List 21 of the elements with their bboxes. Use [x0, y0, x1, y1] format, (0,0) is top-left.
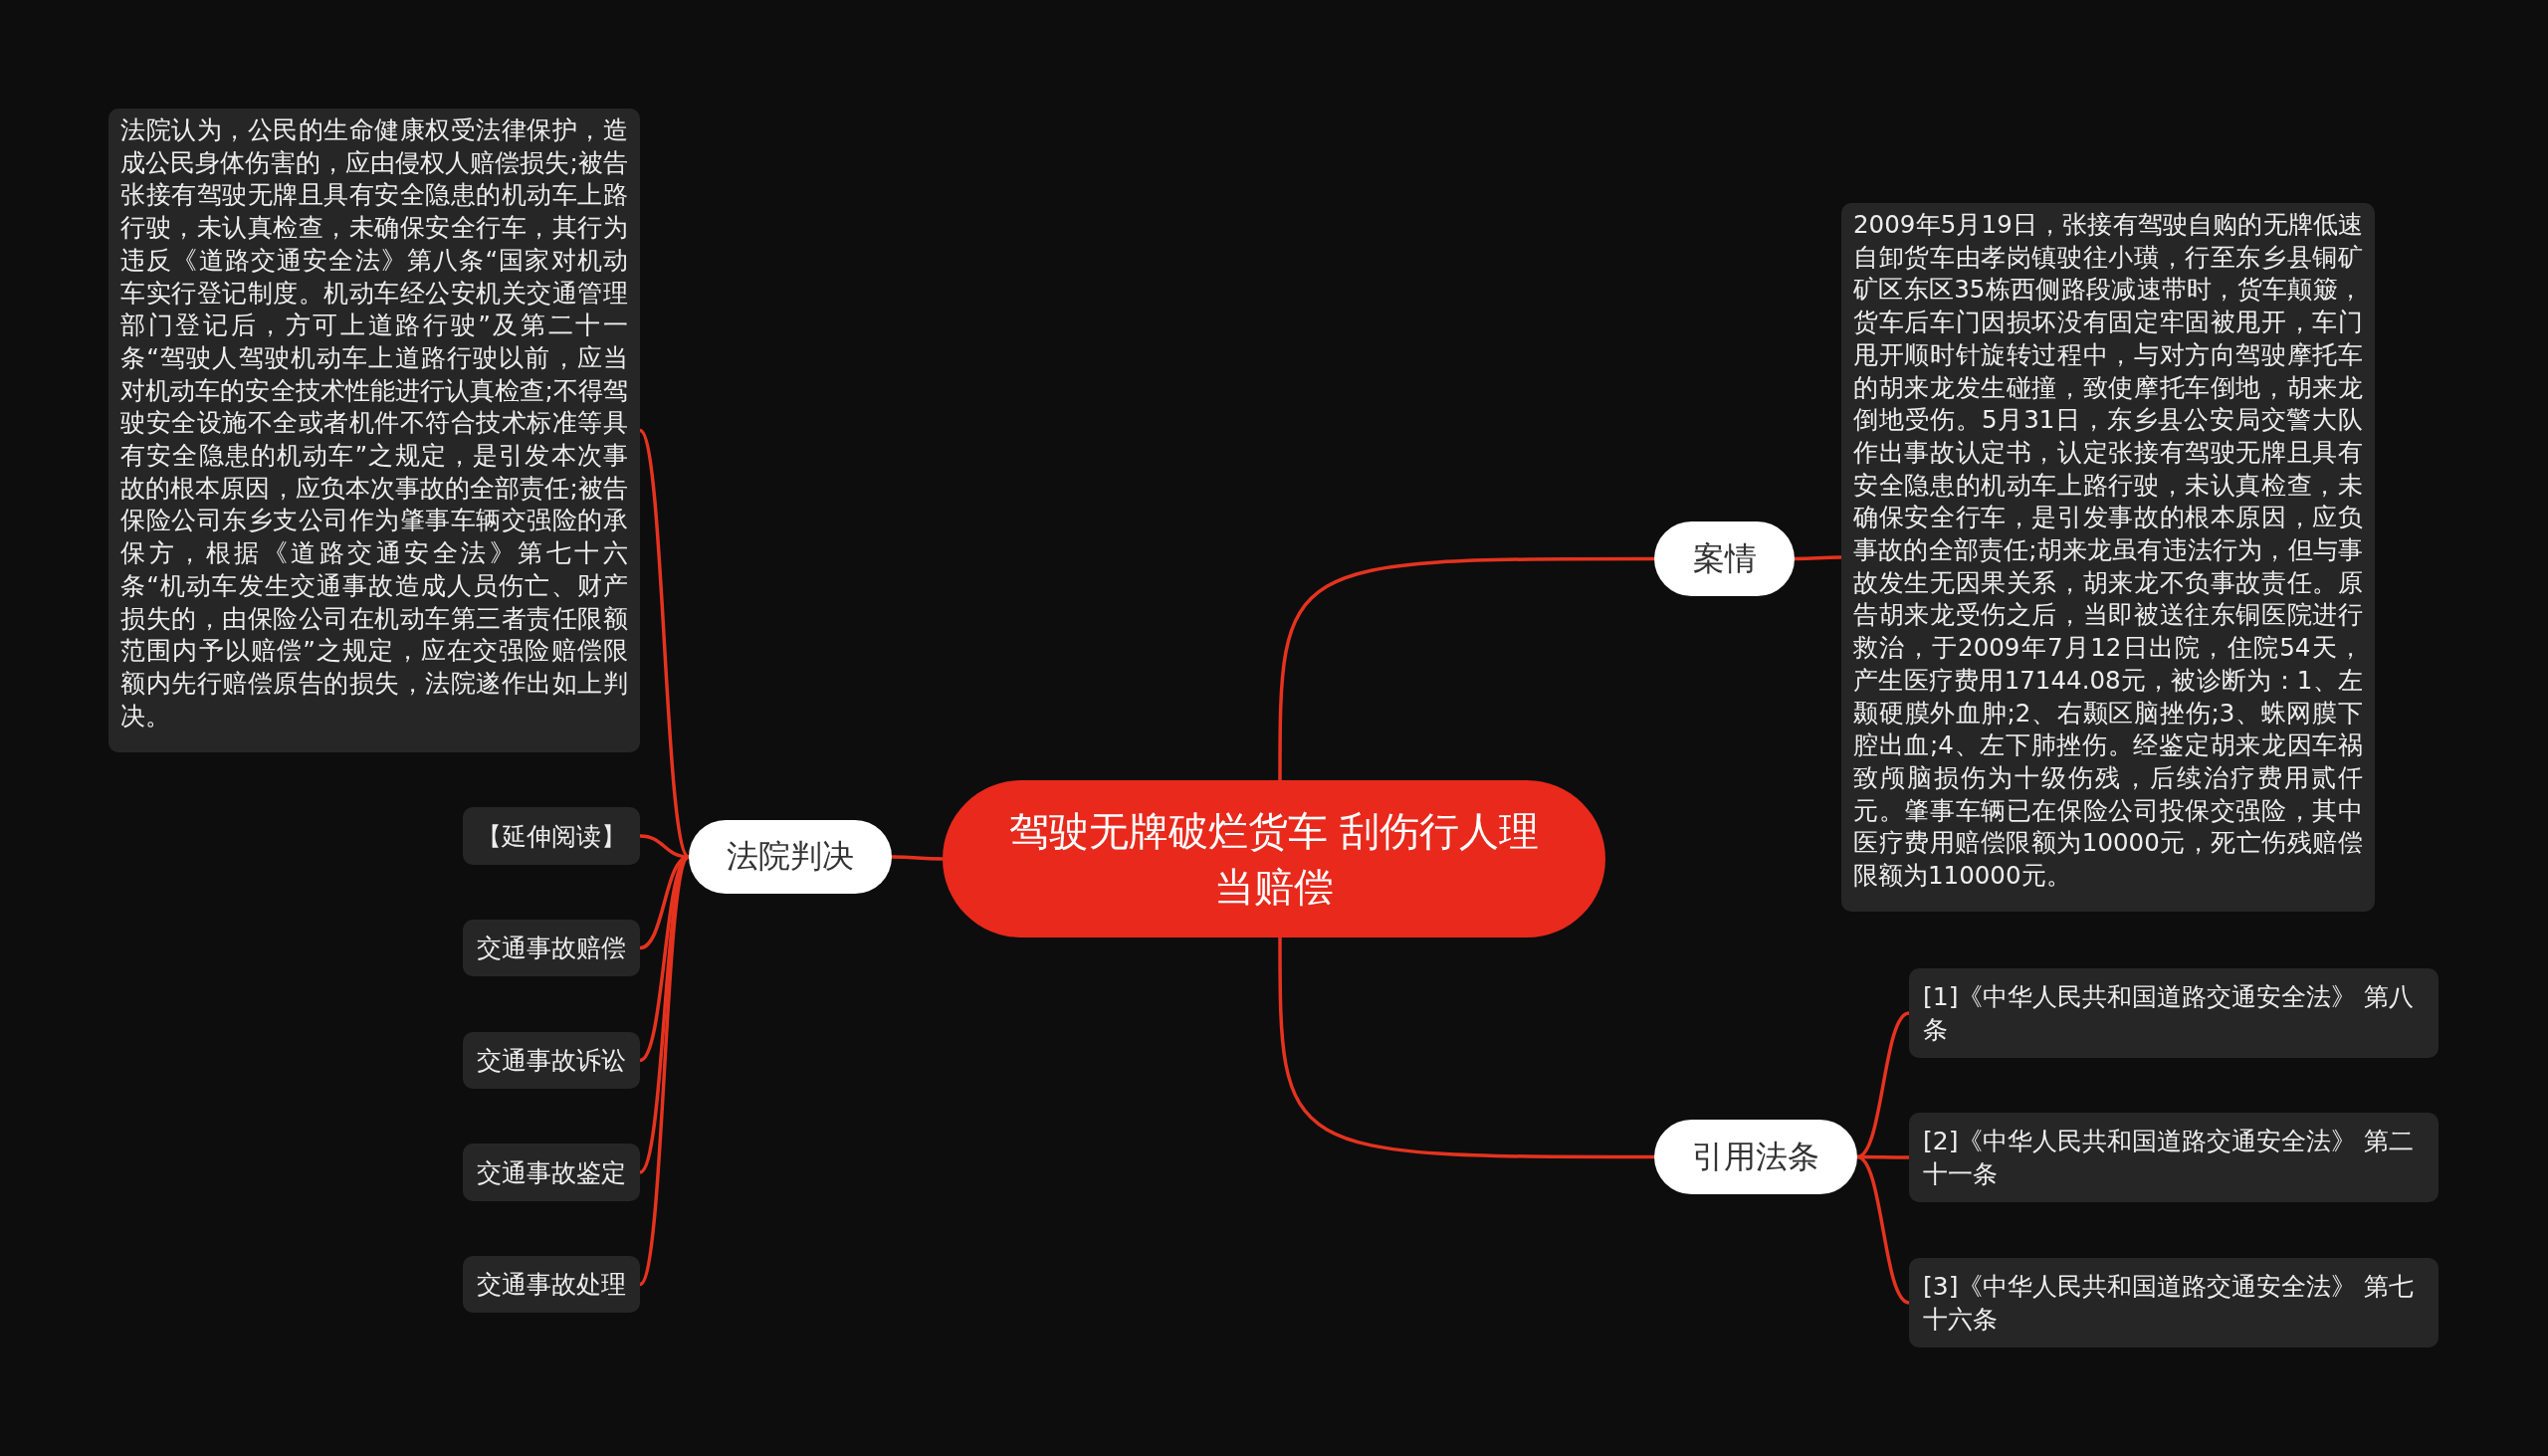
connector-line — [638, 429, 691, 858]
leaf-item: 交通事故诉讼 — [463, 1032, 640, 1089]
leaf-item: 交通事故鉴定 — [463, 1144, 640, 1201]
topic-pill: 案情 — [1654, 521, 1795, 596]
topic-pill: 法院判决 — [689, 820, 892, 894]
connector-line — [1857, 1154, 1909, 1159]
note-text: 2009年5月19日，张接有驾驶自购的无牌低速自卸货车由孝岗镇驶往小璜，行至东乡县铜矿矿区东区35栋西侧路段减速带时，货车颠簸，货车后车门因损坏没有固定牢固被甩开，车门甩开顺时针旋转过程中，与对方向驾驶摩托车的胡来龙发生碰撞，致使摩托车倒地，胡来龙倒地受伤。5月31日，东乡县公安局交警大队作出事故认定书，认定张接有驾驶无牌且具有安全隐患的机动车上路行驶，未认真检查，未确保安全行车，是引发事故的根本原因，应负事故的全部责任;胡来龙虽有违法行为，但与事故发生无因果关系，胡来龙不负事故责任。原告胡来龙受伤之后，当即被送往东铜医院进行救治，于2009年7月12日出院，住院54天，产生医疗费用17144.08元，被诊断为：1、左颞硬膜外血肿;2、右颞区脑挫伤;3、蛛网膜下腔出血;4、左下肺挫伤。经鉴定胡来龙因车祸致颅脑损伤为十级伤残，后续治疗费用贰仟元。肇事车辆已在保险公司投保交强险，其中医疗费用赔偿限额为10000元，死亡伤残赔偿限额为110000元。 — [1841, 203, 2375, 912]
connector-line — [1278, 556, 1654, 780]
connector-line — [892, 855, 943, 861]
note-text: 法院认为，公民的生命健康权受法律保护，造成公民身体伤害的，应由侵权人赔偿损失;被告张接有驾驶无牌且具有安全隐患的机动车上路行驶，未认真检查，未确保安全行车，其行为违反《道路交通安全法》第八条“国家对机动车实行登记制度。机动车经公安机关交通管理部门登记后，方可上道路行驶”及第二十一条“驾驶人驾驶机动车上道路行驶以前，应当对机动车的安全技术性能进行认真检查;不得驾驶安全设施不全或者机件不符合技术标准等具有安全隐患的机动车”之规定，是引发本次事故的根本原因，应负本次事故的全部责任;被告保险公司东乡支公司作为肇事车辆交强险的承保方，根据《道路交通安全法》第七十六条“机动车发生交通事故造成人员伤亡、财产损失的，由保险公司在机动车第三者责任限额范围内予以赔偿”之规定，应在交强险赔偿限额内先行赔偿原告的损失，法院遂作出如上判决。 — [108, 108, 640, 752]
topic-pill: 引用法条 — [1654, 1120, 1857, 1194]
reference-item: [2]《中华人民共和国道路交通安全法》 第二十一条 — [1909, 1113, 2439, 1202]
connector-line — [1278, 937, 1654, 1159]
connector-line — [638, 856, 691, 1286]
reference-item: [1]《中华人民共和国道路交通安全法》 第八条 — [1909, 968, 2439, 1058]
central-topic: 驾驶无牌破烂货车 刮伤行人理当赔偿 — [943, 780, 1605, 937]
reference-item: [3]《中华人民共和国道路交通安全法》 第七十六条 — [1909, 1258, 2439, 1348]
connector-line — [1795, 555, 1841, 561]
leaf-item: 【延伸阅读】 — [463, 807, 640, 865]
leaf-item: 交通事故处理 — [463, 1256, 640, 1313]
leaf-item: 交通事故赔偿 — [463, 920, 640, 976]
